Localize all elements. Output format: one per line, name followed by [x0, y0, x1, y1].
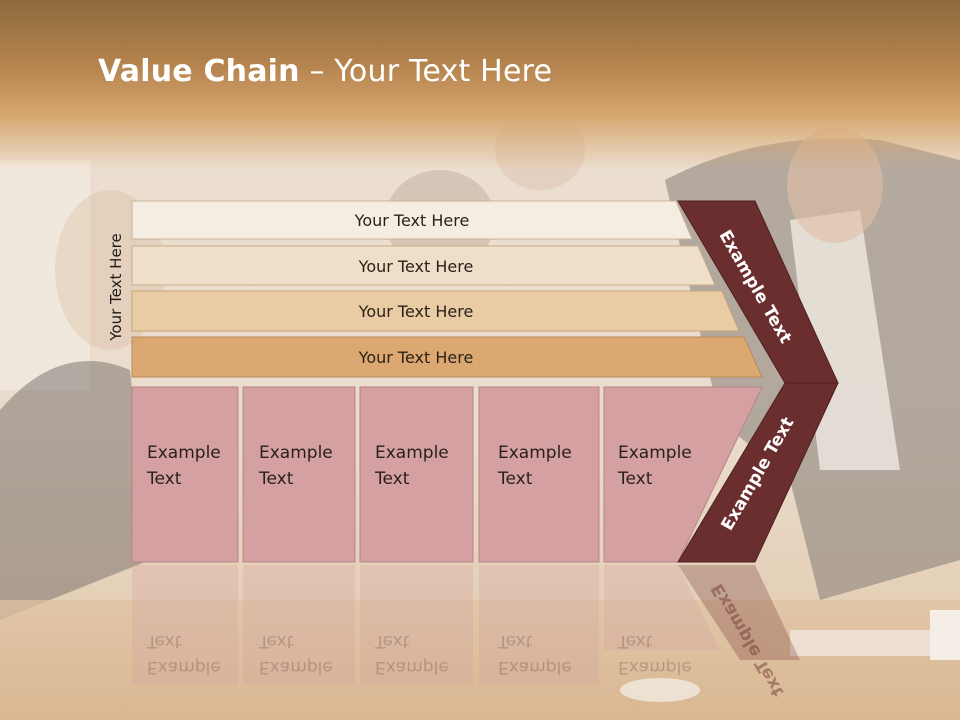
primary-box-5-line1: Example [618, 443, 692, 463]
primary-box-3[interactable] [359, 386, 474, 563]
diagram-reflection [132, 565, 800, 685]
primary-box-1-line1: Example [147, 443, 221, 463]
support-row-1[interactable] [131, 200, 693, 240]
primary-box-5-reflection-line2: Text [618, 631, 653, 651]
primary-box-5-reflection: Example Text [618, 628, 710, 680]
primary-box-1-reflection: Example Text [147, 628, 239, 680]
primary-box-4[interactable] [478, 386, 600, 563]
primary-box-3-reflection: Example Text [375, 628, 467, 680]
primary-box-4-reflection-line1: Example [498, 657, 572, 677]
primary-box-2[interactable] [242, 386, 356, 563]
primary-box-4-reflection-line2: Text [498, 631, 533, 651]
primary-box-4-line1: Example [498, 443, 572, 463]
primary-box-4-line2: Text [498, 469, 533, 489]
side-label-text: Your Text Here [107, 233, 125, 341]
primary-box-2-reflection: Example Text [259, 628, 351, 680]
primary-box-3-reflection-line1: Example [375, 657, 449, 677]
primary-box-2-line1: Example [259, 443, 333, 463]
slide-title-bold: Value Chain [98, 54, 300, 89]
primary-box-1-line2: Text [147, 469, 182, 489]
primary-box-2-reflection-line2: Text [259, 631, 294, 651]
support-row-3[interactable] [131, 290, 740, 332]
primary-box-2-reflection-line1: Example [259, 657, 333, 677]
primary-box-3-line1: Example [375, 443, 449, 463]
primary-box-3-reflection-line2: Text [375, 631, 410, 651]
primary-box-1-reflection-line1: Example [147, 657, 221, 677]
primary-box-4-reflection: Example Text [498, 628, 590, 680]
primary-box-1[interactable] [131, 386, 239, 563]
slide-title-rest: – Your Text Here [299, 54, 553, 89]
support-row-2[interactable] [131, 245, 716, 286]
primary-box-2-line2: Text [259, 469, 294, 489]
primary-box-1-reflection-line2: Text [147, 631, 182, 651]
support-row-4[interactable] [131, 336, 763, 378]
slide-title: Value Chain – Your Text Here [98, 54, 552, 89]
primary-box-5-line2: Text [618, 469, 653, 489]
primary-box-3-line2: Text [375, 469, 410, 489]
title-band [0, 0, 960, 170]
primary-box-5-reflection-line1: Example [618, 657, 692, 677]
margin-chevron-bottom[interactable] [677, 382, 839, 563]
